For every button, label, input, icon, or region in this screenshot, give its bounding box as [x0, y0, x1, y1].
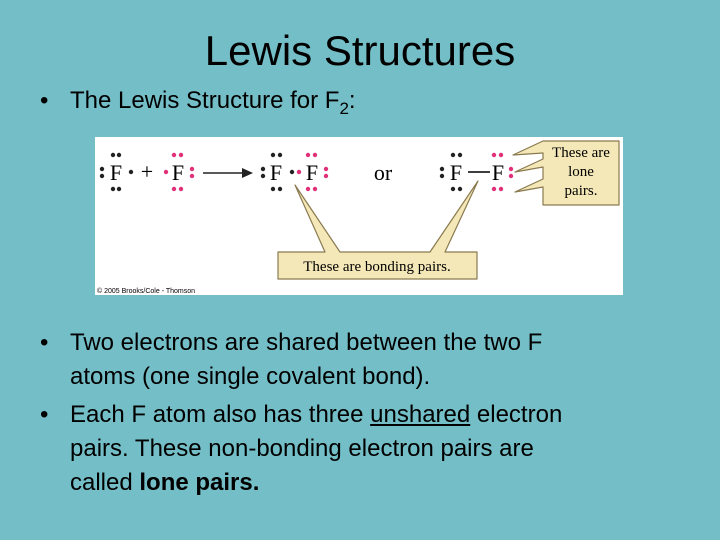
atom-symbol-f: F — [306, 160, 318, 185]
lewis-diagram-svg: F + F F F or — [97, 140, 620, 295]
bullet-lone-pairs: • Each F atom also has three unshared el… — [40, 398, 680, 500]
bullet-line: pairs. These non-bonding electron pairs … — [70, 435, 534, 462]
subscript-2: 2 — [339, 99, 349, 118]
bullet-line: atoms (one single covalent bond). — [70, 363, 431, 390]
bullet-colon: : — [348, 87, 356, 114]
or-label: or — [374, 160, 393, 185]
lewis-structure-figure: F + F F F or — [95, 137, 623, 295]
bullet-text: called — [70, 469, 140, 496]
plus-sign: + — [141, 159, 153, 184]
reaction-arrow — [203, 168, 253, 178]
bullet-marker: • — [40, 401, 49, 428]
atom-symbol-f: F — [172, 160, 184, 185]
bullet-text: Each F atom also has three — [70, 401, 371, 428]
callout-lone-line1: These are — [552, 145, 610, 161]
bullet-shared-electrons: • Two electrons are shared between the t… — [40, 326, 680, 394]
molecule-f2-line: F F — [439, 152, 514, 192]
atom-symbol-f: F — [492, 160, 504, 185]
slide-title: Lewis Structures — [204, 27, 516, 74]
atom-symbol-f: F — [450, 160, 462, 185]
copyright-notice: © 2005 Brooks/Cole - Thomson — [97, 287, 195, 295]
callout-bonding-text: These are bonding pairs. — [303, 259, 450, 275]
callout-bonding-pairs: These are bonding pairs. — [277, 180, 479, 280]
callout-lone-line3: pairs. — [565, 183, 598, 199]
callout-lone-pairs: These are lone pairs. — [512, 140, 620, 206]
bullet-marker: • — [40, 87, 49, 114]
molecule-f2-dots: F F — [260, 152, 329, 192]
atom-f-right: F — [163, 152, 195, 192]
atom-f-left: F — [99, 152, 134, 192]
bullet-marker: • — [40, 329, 49, 356]
atom-symbol-f: F — [270, 160, 282, 185]
bold-lone-pairs: lone pairs. — [139, 469, 260, 496]
callout-lone-line2: lone — [568, 164, 594, 180]
bullet-lewis-structure-f2: • The Lewis Structure for F2: — [40, 84, 680, 118]
underlined-unshared: unshared — [370, 401, 471, 428]
bullet-text: electron — [470, 401, 563, 428]
bullet-text: The Lewis Structure for F — [70, 87, 340, 114]
bullet-line: Two electrons are shared between the two… — [70, 329, 543, 356]
atom-symbol-f: F — [110, 160, 122, 185]
